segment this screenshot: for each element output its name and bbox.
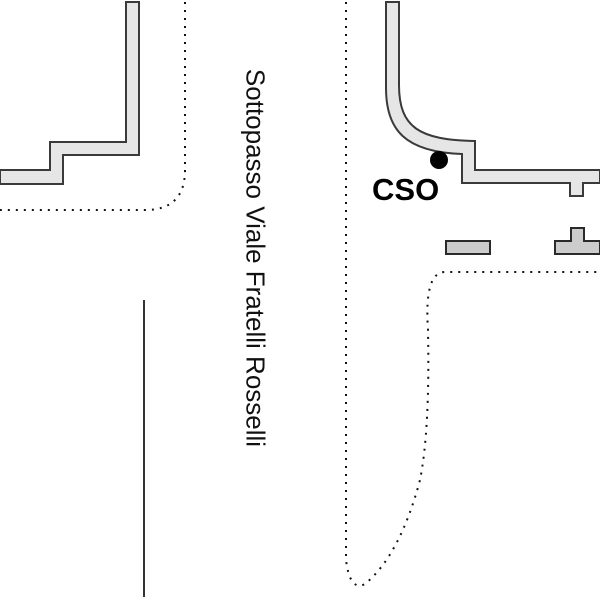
building-block-small bbox=[445, 240, 491, 255]
building-block-right bbox=[554, 227, 600, 255]
cso-marker-dot-icon[interactable] bbox=[430, 151, 448, 169]
poi-label-cso[interactable]: CSO bbox=[372, 172, 440, 207]
building-wall-top-left bbox=[0, 1, 140, 185]
street-label: Sottopasso Viale Fratelli Rosselli bbox=[240, 68, 271, 448]
building-wall-top-right bbox=[385, 1, 600, 197]
curb-top-left bbox=[0, 2, 186, 211]
curb-center bbox=[345, 2, 600, 587]
